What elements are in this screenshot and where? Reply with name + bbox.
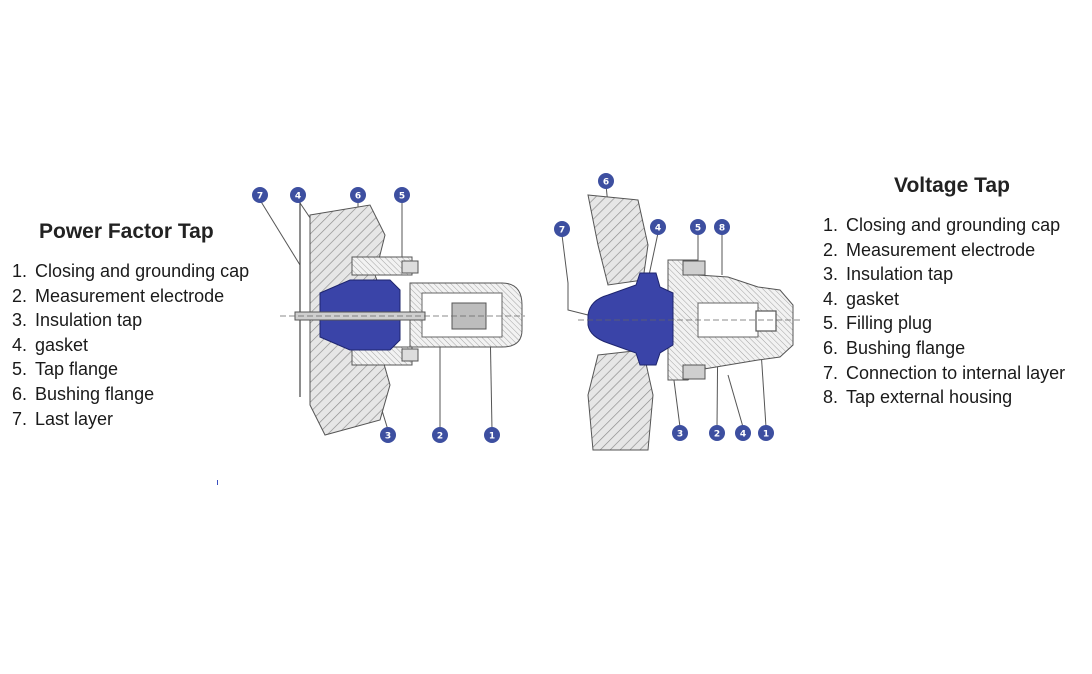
list-item: 8.Tap external housing xyxy=(823,387,1013,408)
svg-text:8: 8 xyxy=(719,224,725,234)
svg-text:7: 7 xyxy=(257,192,263,202)
list-item: 2.Measurement electrode xyxy=(823,239,1036,260)
voltage-tap-title: Voltage Tap xyxy=(894,174,1010,197)
list-item: 4.gasket xyxy=(823,288,900,309)
svg-text:1: 1 xyxy=(763,430,769,440)
list-item: 6.Bushing flange xyxy=(12,383,155,404)
svg-text:6: 6 xyxy=(603,178,609,188)
svg-text:1: 1 xyxy=(489,432,495,442)
list-item: 7.Last layer xyxy=(12,408,114,429)
bushing-flange-upper xyxy=(587,194,649,286)
list-item: 3.Insulation tap xyxy=(823,264,954,285)
list-item: 1.Closing and grounding cap xyxy=(823,215,1061,235)
list-item: 6.Bushing flange xyxy=(823,337,966,358)
power-factor-tap-title: Power Factor Tap xyxy=(39,220,214,243)
list-item: 3.Insulation tap xyxy=(12,310,143,331)
list-item: 7.Connection to internal layer xyxy=(823,362,1066,383)
svg-text:6: 6 xyxy=(355,192,361,202)
insulation-tap-shape xyxy=(587,272,674,366)
list-item: 5.Tap flange xyxy=(12,359,119,380)
voltage-tap-diagram: 6 7 4 5 8 3 2 4 1 xyxy=(554,173,803,451)
svg-text:3: 3 xyxy=(677,430,683,440)
power-factor-tap-legend: Power Factor Tap 1.Closing and grounding… xyxy=(12,220,249,431)
callout-markers: 7 4 6 5 3 2 1 xyxy=(252,187,500,443)
list-item: 2.Measurement electrode xyxy=(12,285,225,306)
svg-text:7: 7 xyxy=(559,226,565,236)
svg-text:4: 4 xyxy=(655,224,661,234)
svg-text:2: 2 xyxy=(714,430,720,440)
voltage-tap-list: 1.Closing and grounding cap 2.Measuremen… xyxy=(823,213,1074,410)
list-item: 1.Closing and grounding cap xyxy=(12,261,250,281)
svg-text:2: 2 xyxy=(437,432,443,442)
list-item: 5.Filling plug xyxy=(823,313,933,334)
svg-text:4: 4 xyxy=(295,192,301,202)
callout-markers: 6 7 4 5 8 3 2 4 1 xyxy=(554,173,774,441)
stray-mark xyxy=(217,480,218,485)
power-factor-tap-list: 1.Closing and grounding cap 2.Measuremen… xyxy=(12,259,249,431)
svg-text:3: 3 xyxy=(385,432,391,442)
svg-text:5: 5 xyxy=(399,192,405,202)
svg-text:4: 4 xyxy=(740,430,746,440)
voltage-tap-legend: Voltage Tap 1.Closing and grounding cap … xyxy=(823,174,1074,410)
svg-text:5: 5 xyxy=(695,224,701,234)
list-item: 4.gasket xyxy=(12,334,89,355)
power-factor-tap-diagram: 7 4 6 5 3 2 1 xyxy=(252,187,525,443)
